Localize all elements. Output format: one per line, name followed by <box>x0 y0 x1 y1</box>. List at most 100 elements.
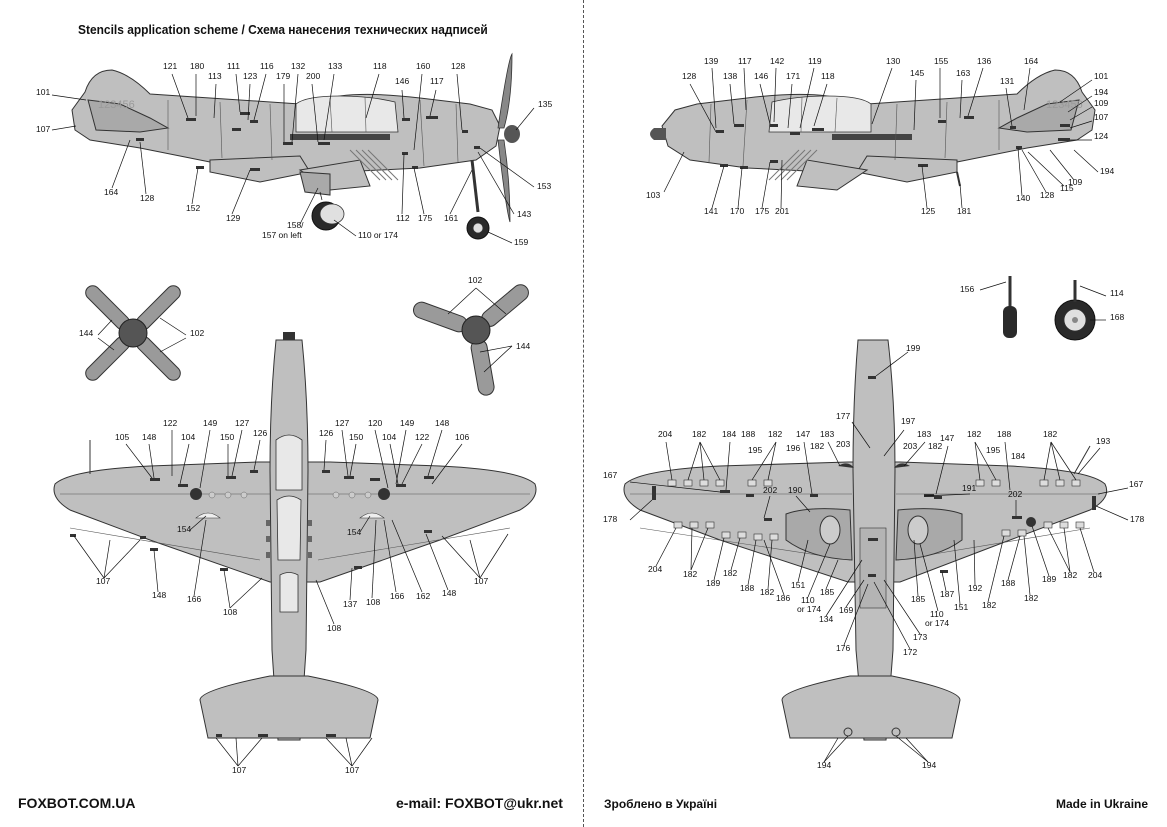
stencil-number: 204 <box>1088 570 1102 580</box>
stencil-number: 120 <box>368 418 382 428</box>
propeller-four-blade <box>85 285 187 381</box>
stencil-number: 101 <box>1094 71 1108 81</box>
stencil-number: 162 <box>416 591 430 601</box>
stencil-number: 166 <box>390 591 404 601</box>
stencil-number: 132 <box>291 61 305 71</box>
stencil-number: 108 <box>223 607 237 617</box>
stencil-number: 196 <box>786 443 800 453</box>
stencil-number: 107 <box>232 765 246 775</box>
stencil-number: 152 <box>186 203 200 213</box>
stencil-number: 107 <box>345 765 359 775</box>
stencil-number: 123 <box>243 71 257 81</box>
stencil-number: 194 <box>817 760 831 770</box>
stencil-number: 121 <box>163 61 177 71</box>
stencil-number: 109 <box>1094 98 1108 108</box>
stencil-number: 182 <box>760 587 774 597</box>
stencil-number: 182 <box>1063 570 1077 580</box>
stencil-number: 107 <box>96 576 110 586</box>
stencil-number: 185 <box>911 594 925 604</box>
stencil-number: 187 <box>940 589 954 599</box>
stencil-number: 190 <box>788 485 802 495</box>
stencil-number: 189 <box>706 578 720 588</box>
stencil-number: 150 <box>349 432 363 442</box>
stencil-number: 182 <box>967 429 981 439</box>
stencil-number: 184 <box>722 429 736 439</box>
stencil-number: 139 <box>704 56 718 66</box>
stencil-number: 181 <box>957 206 971 216</box>
main-wheel-detail <box>979 276 1107 341</box>
stencil-number: 183 <box>820 429 834 439</box>
stencil-number: 178 <box>603 514 617 524</box>
stencil-number: 175 <box>418 213 432 223</box>
page-divider <box>583 0 584 827</box>
stencil-number: 149 <box>400 418 414 428</box>
stencil-number: 107 <box>1094 112 1108 122</box>
stencil-number: 148 <box>152 590 166 600</box>
stencil-number: 145 <box>910 68 924 78</box>
stencil-number: 182 <box>1043 429 1057 439</box>
stencil-number: 141 <box>704 206 718 216</box>
stencil-number: 199 <box>906 343 920 353</box>
stencil-number: 104 <box>181 432 195 442</box>
stencil-number: 117 <box>430 76 444 86</box>
stencil-number: 186 <box>776 593 790 603</box>
stencil-number: 111 <box>227 61 240 71</box>
footer-email: e-mail: FOXBOT@ukr.net <box>396 795 563 811</box>
stencil-number: 195 <box>748 445 762 455</box>
stencil-number: 167 <box>603 470 617 480</box>
stencil-number: 148 <box>435 418 449 428</box>
stencil-number: 117 <box>738 56 752 66</box>
stencil-number: 182 <box>692 429 706 439</box>
stencil-number: 182 <box>810 441 824 451</box>
stencil-number: 182 <box>723 568 737 578</box>
page-title: Stencils application scheme / Схема нане… <box>78 22 488 37</box>
stencil-number: 146 <box>754 71 768 81</box>
stencil-number: 122 <box>415 432 429 442</box>
serial-number: 123456 <box>1046 99 1083 111</box>
stencil-number: 142 <box>770 56 784 66</box>
stencil-number: 172 <box>903 647 917 657</box>
stencil-number: 110 <box>930 609 944 619</box>
stencil-number: 116 <box>260 61 274 71</box>
stencil-number: 127 <box>235 418 249 428</box>
stencil-number: 150 <box>220 432 234 442</box>
stencil-number: 173 <box>913 632 927 642</box>
stencil-number: 138 <box>723 71 737 81</box>
stencil-number: 128 <box>1040 190 1054 200</box>
stencil-number: 149 <box>203 418 217 428</box>
stencil-number: 192 <box>968 583 982 593</box>
stencil-number: 125 <box>921 206 935 216</box>
stencil-number: 178 <box>1130 514 1144 524</box>
stencil-number: 164 <box>1024 56 1038 66</box>
stencil-number: 182 <box>928 441 942 451</box>
stencil-number: 130 <box>886 56 900 66</box>
stencil-number: 126 <box>253 428 267 438</box>
stencil-number: 169 <box>839 605 853 615</box>
stencil-number: 147 <box>796 429 810 439</box>
stencil-number: 204 <box>658 429 672 439</box>
stencil-number: 185 <box>820 587 834 597</box>
stencil-number: 137 <box>343 599 357 609</box>
stencil-number: 203 <box>903 441 917 451</box>
stencil-number: 182 <box>1024 593 1038 603</box>
stencil-number: 109 <box>1068 177 1082 187</box>
stencil-number: 194 <box>1094 87 1108 97</box>
stencil-number: 182 <box>982 600 996 610</box>
stencil-number: 167 <box>1129 479 1143 489</box>
stencil-number: 203 <box>836 439 850 449</box>
stencil-number: 136 <box>977 56 991 66</box>
stencil-number: 179 <box>276 71 290 81</box>
stencil-number: 159 <box>514 237 528 247</box>
stencil-number: 177 <box>836 411 850 421</box>
stencil-number: 122 <box>163 418 177 428</box>
stencil-number: 153 <box>537 181 551 191</box>
stencil-number: 188 <box>997 429 1011 439</box>
stencil-number: 194 <box>922 760 936 770</box>
stencil-number: 188 <box>740 583 754 593</box>
stencil-number: 110 or 174 <box>358 230 398 240</box>
stencil-number: 201 <box>775 206 789 216</box>
stencil-number: 114 <box>1110 288 1124 298</box>
stencil-number: 107 <box>36 124 50 134</box>
